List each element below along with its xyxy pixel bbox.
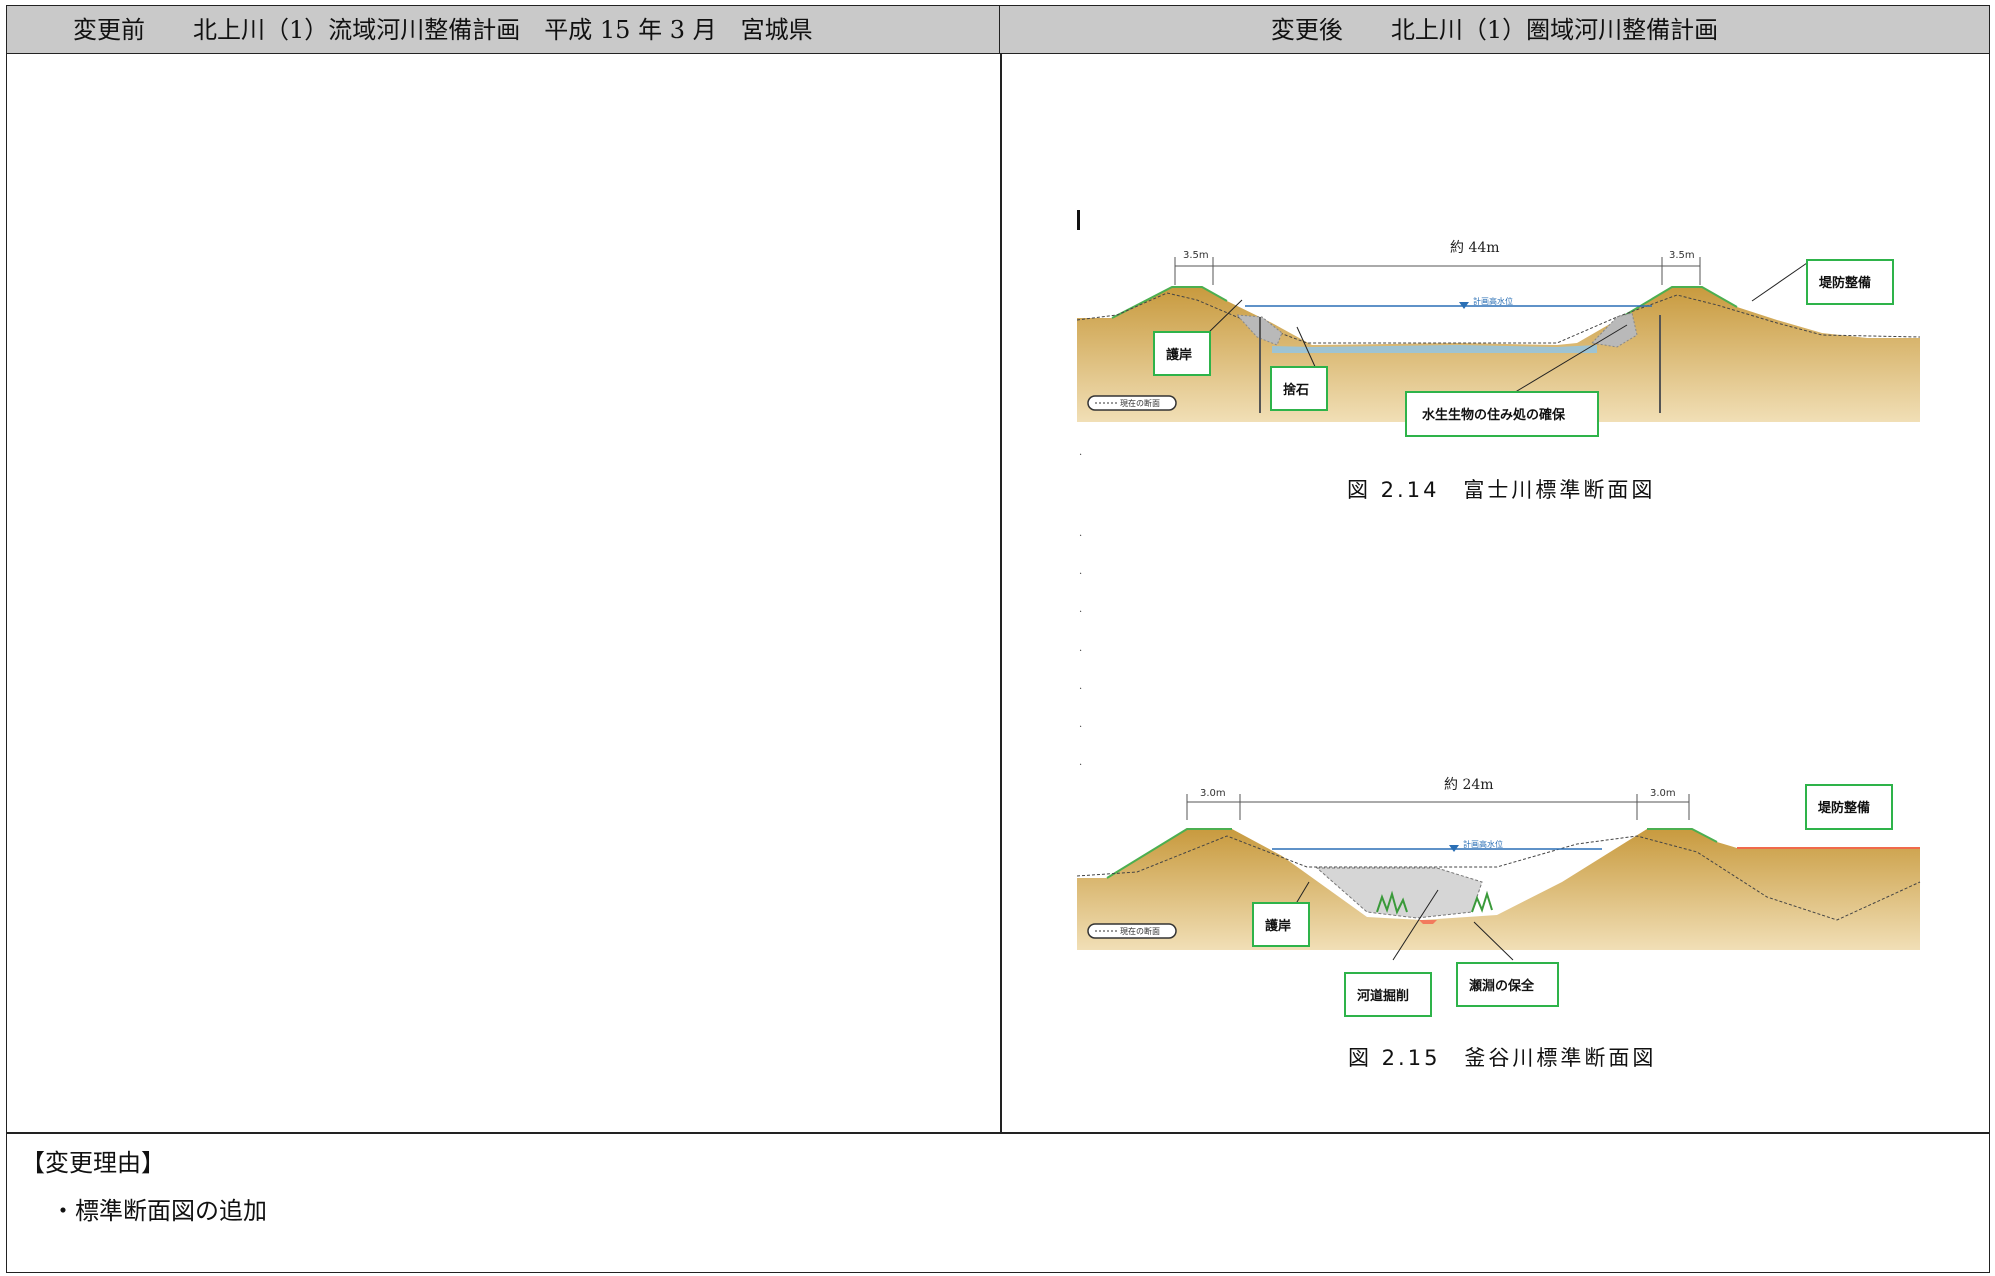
crown-width-left: 3.5m xyxy=(1183,250,1209,261)
header-after: 変更後 北上川（1）圏域河川整備計画 xyxy=(1000,6,1989,54)
label-habitat: 水生生物の住み処の確保 xyxy=(1422,407,1566,423)
legend-current-section-2: 現在の断面 xyxy=(1120,926,1160,936)
figure-2-14: 計画高水位 3.5m 3.5m 約 44m 堤防整備 護岸 捨石 水生生物の住み… xyxy=(1077,205,1937,445)
label-revetment: 護岸 xyxy=(1166,347,1192,363)
label-boulders: 捨石 xyxy=(1283,382,1309,398)
label-levee-2: 堤防整備 xyxy=(1818,800,1870,816)
crown-width-right-2: 3.0m xyxy=(1650,788,1676,799)
figure-2-15-caption: 図 2.15 釜谷川標準断面図 xyxy=(1348,1046,1657,1070)
column-divider xyxy=(1000,54,1002,1132)
water-level-label-2: 計画高水位 xyxy=(1463,839,1503,849)
figure-2-14-caption: 図 2.14 富士川標準断面図 xyxy=(1347,478,1656,502)
legend-current-section: 現在の断面 xyxy=(1120,398,1160,408)
crown-width-right: 3.5m xyxy=(1669,250,1695,261)
comparison-table: 変更前 北上川（1）流域河川整備計画 平成 15 年 3 月 宮城県 変更後 北… xyxy=(6,5,1990,1273)
water-level-label: 計画高水位 xyxy=(1473,296,1513,306)
row-divider xyxy=(7,1132,1989,1134)
figure-2-15: 計画高水位 3.0m 3.0m 約 24m 堤防整備 護岸 河道掘削 瀬淵の保全… xyxy=(1077,772,1937,1022)
label-excavation: 河道掘削 xyxy=(1357,988,1409,1004)
label-levee: 堤防整備 xyxy=(1819,275,1871,291)
change-reason-item: ・標準断面図の追加 xyxy=(51,1197,267,1225)
river-width-label: 約 44m xyxy=(1450,240,1500,256)
crown-width-left-2: 3.0m xyxy=(1200,788,1226,799)
label-revetment-2: 護岸 xyxy=(1265,918,1291,934)
river-width-label-2: 約 24m xyxy=(1444,777,1494,793)
header-before: 変更前 北上川（1）流域河川整備計画 平成 15 年 3 月 宮城県 xyxy=(7,6,1000,54)
change-reason-title: 【変更理由】 xyxy=(21,1149,165,1177)
label-shallows: 瀬淵の保全 xyxy=(1469,978,1535,994)
